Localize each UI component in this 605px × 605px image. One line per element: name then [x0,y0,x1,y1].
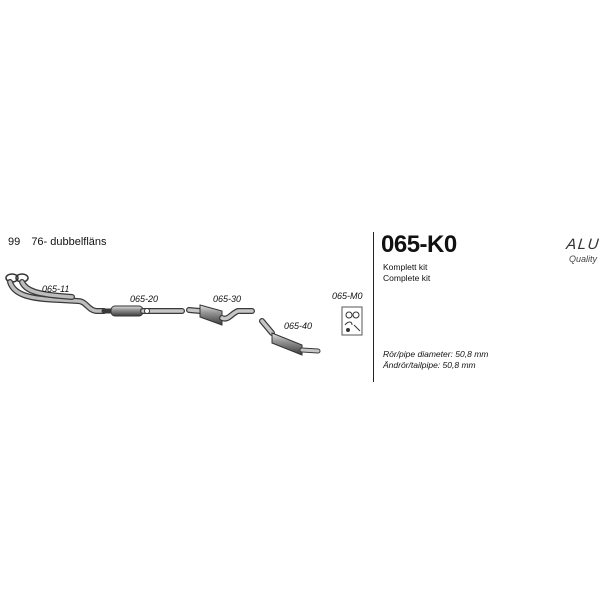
label-065-M0: 065-M0 [332,291,363,301]
mounting-kit-icon [341,306,363,336]
part-065-40-tail-section [259,318,321,356]
label-065-11: 065-11 [42,284,69,294]
divider-line [373,232,374,382]
model-description: 76- dubbelfläns [31,236,107,248]
model-line: 99 76- dubbelfläns [8,236,115,248]
tailpipe-diameter: Ändrör/tailpipe: 50,8 mm [383,360,476,370]
kit-description-en: Complete kit [383,273,431,283]
label-065-40: 065-40 [284,321,312,331]
part-065-11-downpipe [5,273,107,314]
model-number: 99 [8,236,21,248]
exhaust-system-diagram: 065-11 065-20 065-30 065-40 065-M0 [5,273,363,356]
pipe-specs: Rör/pipe diameter: 50,8 mm Ändrör/tailpi… [383,349,488,371]
alu-title: ALU [565,236,601,253]
alu-quality-badge: ALU Quality [528,236,600,264]
kit-code: 065-K0 [381,231,457,258]
label-065-20: 065-20 [130,294,158,304]
pipe-diameter: Rör/pipe diameter: 50,8 mm [383,349,489,359]
part-065-30-rear-muffler [186,304,255,326]
part-065-20-middle-muffler [101,305,185,317]
kit-description: Komplett kit Complete kit [383,262,430,284]
kit-description-sv: Komplett kit [383,262,428,272]
label-065-30: 065-30 [213,294,241,304]
alu-subtitle: Quality [568,254,597,264]
